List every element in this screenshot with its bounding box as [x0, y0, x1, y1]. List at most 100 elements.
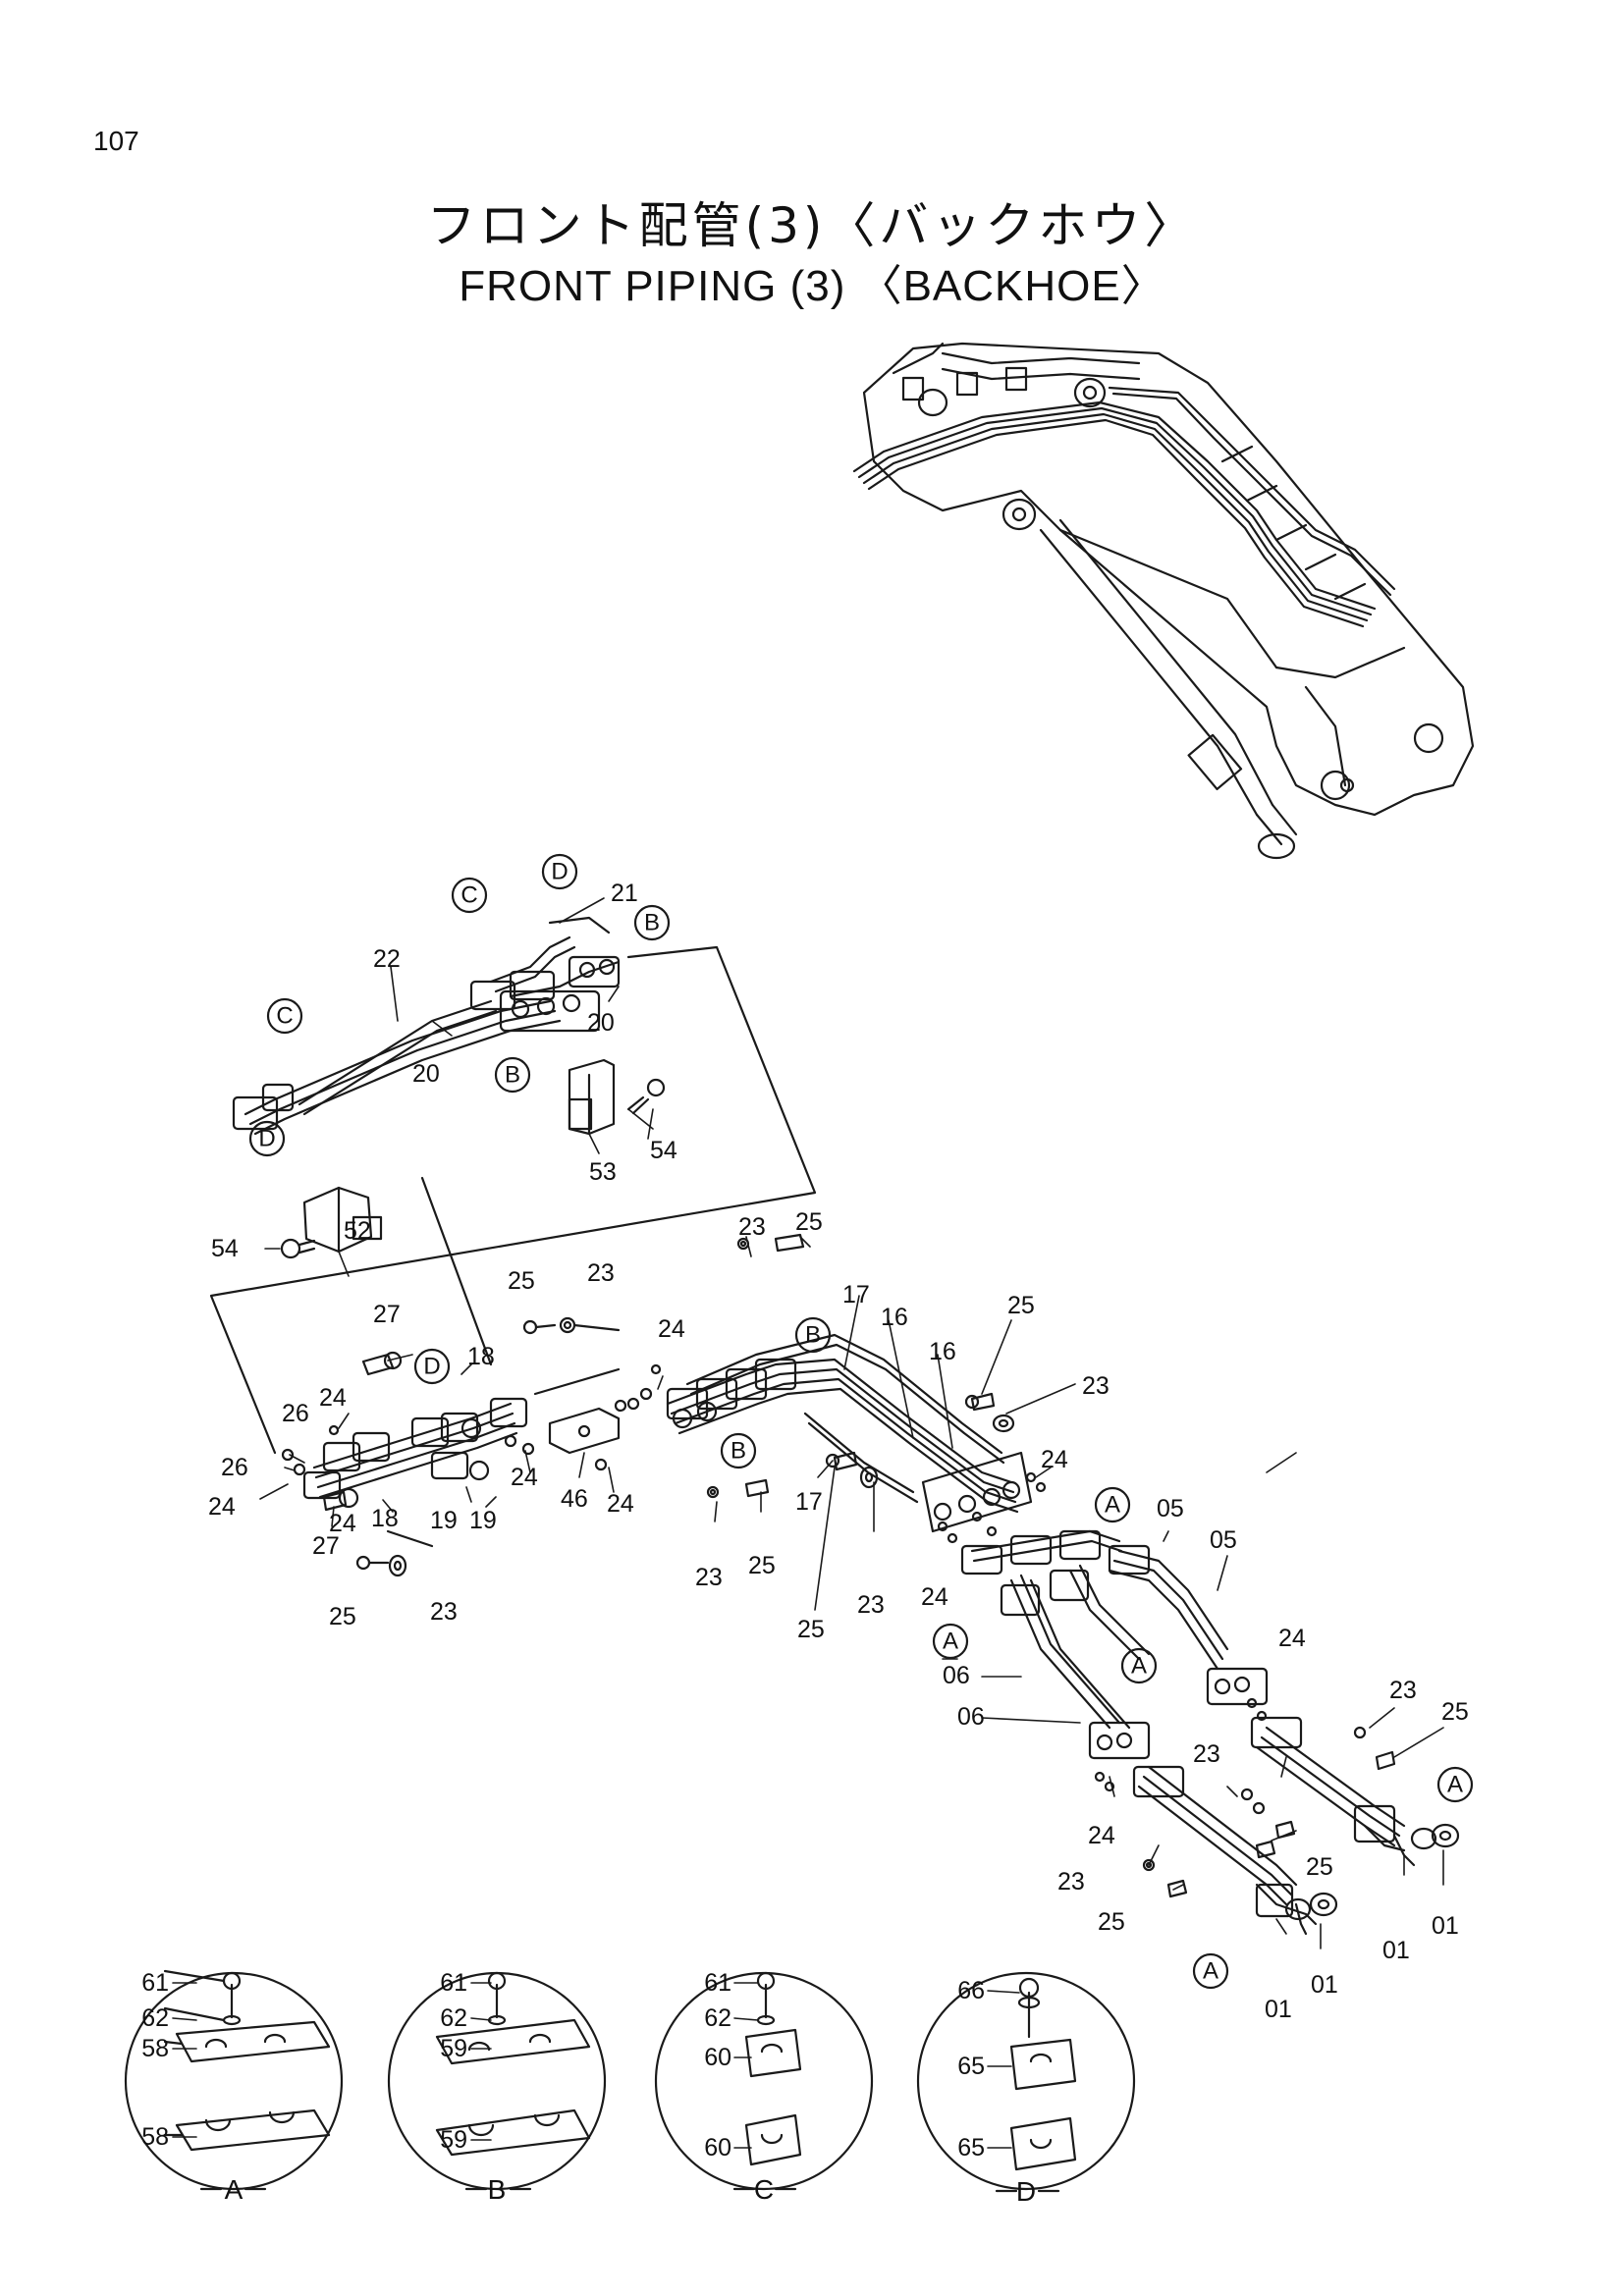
circled-letter-a-2: A	[932, 1623, 969, 1660]
bracket-53	[568, 1058, 616, 1136]
callout-24: 24	[921, 1583, 948, 1611]
circled-letter-a-3: A	[1120, 1647, 1158, 1684]
callout-53: 53	[589, 1158, 617, 1186]
svg-text:D: D	[258, 1126, 275, 1152]
callout-54: 54	[650, 1137, 677, 1164]
frame-lines	[209, 945, 817, 1455]
callout-24: 24	[607, 1490, 634, 1518]
circled-letter-d-3: D	[413, 1348, 451, 1385]
callout-23: 23	[1082, 1372, 1110, 1400]
callout-22: 22	[373, 945, 401, 973]
callout-23: 23	[430, 1598, 458, 1626]
callout-25: 25	[1306, 1853, 1333, 1881]
detail-view-b	[387, 1971, 607, 2191]
callout-54: 54	[211, 1235, 239, 1262]
svg-text:A: A	[943, 1629, 958, 1655]
detail-c-label-61: 61	[704, 1969, 731, 1997]
callout-24: 24	[511, 1464, 538, 1491]
detail-view-c	[654, 1971, 874, 2191]
callout-23: 23	[1389, 1677, 1417, 1704]
callout-23: 23	[857, 1591, 885, 1619]
callout-24: 24	[658, 1315, 685, 1343]
detail-c-letter: C	[754, 2174, 774, 2205]
callout-18: 18	[467, 1343, 495, 1370]
detail-b-label-59: 59	[440, 2035, 467, 2062]
callout-16: 16	[929, 1338, 956, 1365]
circled-letter-c-1: C	[451, 877, 488, 914]
svg-text:A: A	[1447, 1772, 1463, 1798]
callout-20: 20	[412, 1060, 440, 1088]
middle-center-assembly	[666, 1233, 1047, 1544]
detail-view-a	[124, 1969, 344, 2191]
circled-letter-c-2: C	[266, 997, 303, 1035]
svg-text:B: B	[805, 1322, 821, 1349]
callout-21: 21	[611, 880, 638, 907]
callout-27: 27	[373, 1301, 401, 1328]
detail-d-letter: D	[1016, 2176, 1036, 2207]
callout-23: 23	[695, 1564, 723, 1591]
callout-23: 23	[587, 1259, 615, 1287]
callout-17: 17	[795, 1488, 823, 1516]
detail-a-label-58: 58	[141, 2035, 169, 2062]
callout-26: 26	[221, 1454, 248, 1481]
callout-05: 05	[1210, 1526, 1237, 1554]
svg-text:D: D	[551, 859, 568, 885]
middle-left-assembly	[281, 1316, 662, 1577]
callout-27: 27	[312, 1532, 340, 1560]
callout-19: 19	[469, 1507, 497, 1534]
detail-c-label-62: 62	[704, 2004, 731, 2032]
detail-a-label-58: 58	[141, 2123, 169, 2151]
detail-b-label-61: 61	[440, 1969, 467, 1997]
page-title-japanese: フロント配管(3)〈バックホウ〉	[426, 197, 1198, 254]
callout-19: 19	[430, 1507, 458, 1534]
bolt-54-right	[626, 1078, 666, 1115]
svg-text:A: A	[1105, 1492, 1120, 1519]
detail-a-label-61: 61	[141, 1969, 169, 1997]
detail-d-label-66: 66	[957, 1977, 985, 2004]
circled-letter-d-1: D	[541, 853, 578, 890]
callout-20: 20	[587, 1009, 615, 1037]
svg-text:C: C	[460, 882, 477, 909]
circled-letter-b-2: B	[494, 1056, 531, 1094]
svg-text:A: A	[1131, 1653, 1147, 1680]
callout-05: 05	[1157, 1495, 1184, 1522]
detail-d-label-65: 65	[957, 2053, 985, 2080]
callout-23: 23	[1193, 1740, 1220, 1768]
svg-text:B: B	[644, 910, 660, 936]
svg-text:C: C	[276, 1003, 293, 1030]
lower-right-assembly	[960, 1529, 1460, 1936]
detail-a-letter: A	[225, 2174, 244, 2205]
detail-a-label-62: 62	[141, 2004, 169, 2032]
callout-24: 24	[208, 1493, 236, 1521]
leader-lines	[259, 897, 1444, 1949]
callout-24: 24	[319, 1384, 347, 1412]
callout-18: 18	[371, 1505, 399, 1532]
boom-overview-illustration	[852, 342, 1475, 860]
callout-25: 25	[1007, 1292, 1035, 1319]
callout-06: 06	[957, 1703, 985, 1731]
circled-letter-d-2: D	[248, 1120, 286, 1157]
detail-b-letter: B	[488, 2174, 507, 2205]
circled-letter-b-1: B	[633, 904, 671, 941]
circled-letter-b-4: B	[720, 1432, 757, 1469]
callout-01: 01	[1311, 1971, 1338, 1999]
callout-24: 24	[329, 1510, 356, 1537]
bolt-54-left	[280, 1238, 316, 1259]
callout-25: 25	[1441, 1698, 1469, 1726]
detail-d-label-65: 65	[957, 2134, 985, 2162]
detail-b-label-62: 62	[440, 2004, 467, 2032]
callout-25: 25	[329, 1603, 356, 1630]
callout-25: 25	[797, 1616, 825, 1643]
svg-text:A: A	[1203, 1958, 1218, 1985]
callout-17: 17	[842, 1281, 870, 1308]
page-title-english: FRONT PIPING (3) 〈BACKHOE〉	[459, 262, 1165, 310]
callout-25: 25	[508, 1267, 535, 1295]
callout-24: 24	[1088, 1822, 1115, 1849]
detail-c-label-60: 60	[704, 2044, 731, 2071]
detail-view-d	[916, 1971, 1136, 2193]
callout-46: 46	[561, 1485, 588, 1513]
circled-letter-a-4: A	[1436, 1766, 1474, 1803]
svg-text:D: D	[423, 1354, 440, 1380]
callout-01: 01	[1265, 1996, 1292, 2023]
